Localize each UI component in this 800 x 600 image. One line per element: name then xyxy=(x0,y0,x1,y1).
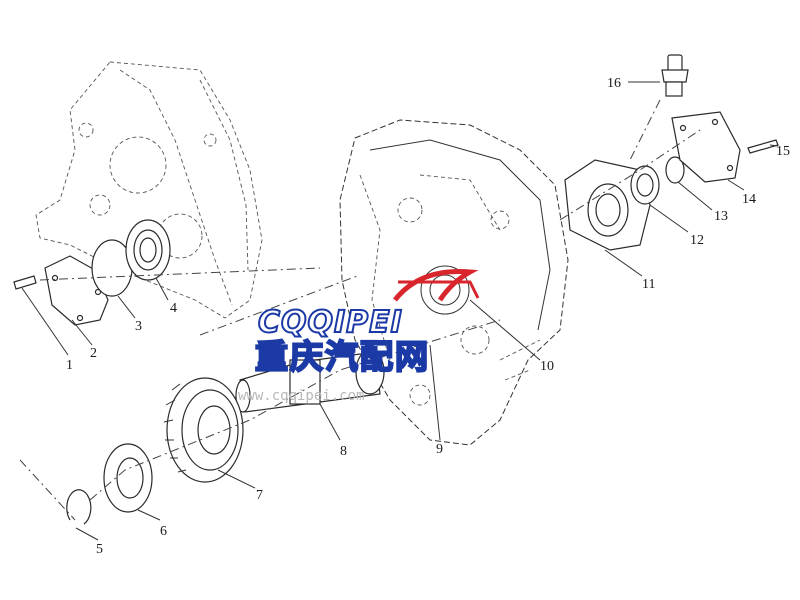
oil-seal xyxy=(630,165,660,205)
speed-sensor xyxy=(661,54,689,97)
callout-12: 12 xyxy=(690,233,704,248)
flange-housing xyxy=(564,159,651,251)
callout-1: 1 xyxy=(66,358,73,373)
o-ring xyxy=(665,156,685,184)
callout-8: 8 xyxy=(340,444,347,459)
snap-ring xyxy=(66,489,92,525)
watermark-url: www.cqqipei.com xyxy=(238,388,364,404)
callout-9: 9 xyxy=(436,442,443,457)
assembly-axis-lines xyxy=(19,99,701,521)
callout-3: 3 xyxy=(135,319,142,334)
watermark-chinese: 重庆汽配网 xyxy=(255,337,430,376)
callout-7: 7 xyxy=(256,488,263,503)
callout-16: 16 xyxy=(607,76,621,91)
bearing xyxy=(125,219,171,281)
bolt-right xyxy=(747,139,779,154)
thrust-washer xyxy=(103,443,153,513)
watermark-brand: CQQIPEI xyxy=(258,305,403,340)
callout-15: 15 xyxy=(776,144,790,159)
callout-6: 6 xyxy=(160,524,167,539)
callout-13: 13 xyxy=(714,209,728,224)
bolt-left xyxy=(13,275,37,290)
callout-4: 4 xyxy=(170,301,177,316)
gasket-plate xyxy=(671,111,741,183)
watermark-car-swoosh xyxy=(393,269,479,302)
callout-14: 14 xyxy=(742,192,756,207)
callout-2: 2 xyxy=(90,346,97,361)
watermark-car-roof xyxy=(398,280,480,299)
callout-10: 10 xyxy=(540,359,554,374)
site-watermark: CQQIPEI 重庆汽配网 www.cqqipei.com xyxy=(238,269,480,404)
callout-5: 5 xyxy=(96,542,103,557)
callout-numbers: 1 2 3 4 5 6 7 8 9 10 11 12 13 14 15 16 xyxy=(66,76,790,557)
helical-gear xyxy=(163,377,244,483)
callout-11: 11 xyxy=(642,277,655,292)
main-housing xyxy=(339,119,569,446)
output-shaft xyxy=(235,349,385,413)
front-housing-cover xyxy=(35,61,263,319)
leader-lines xyxy=(21,81,779,541)
